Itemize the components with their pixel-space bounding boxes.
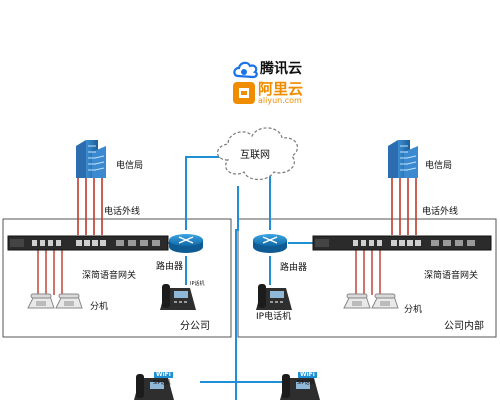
hq-office-box <box>237 218 497 338</box>
hq-trunk-lines <box>391 178 417 235</box>
branch-trunk-lines <box>77 178 103 235</box>
hq-ip-phone-icon <box>256 284 292 310</box>
analog-phone-icon <box>27 293 55 309</box>
trunk-backbone <box>235 186 239 400</box>
hq-site-label: 公司内部 <box>444 321 484 332</box>
hq-ip-phone-label: IP电话机 <box>256 312 292 322</box>
hq-phone-line-label: 电话外线 <box>422 207 459 217</box>
analog-phone-icon <box>55 293 83 309</box>
branch-uplink <box>185 156 228 230</box>
wifi-sub-right: SIP话机 <box>297 380 315 386</box>
branch-voice-gateway <box>7 235 169 251</box>
tencent-cloud-label: 腾讯云 <box>260 61 302 77</box>
hq-extension-lines <box>355 250 381 295</box>
branch-site-label: 分公司 <box>180 321 210 332</box>
analog-phone-icon <box>343 293 371 309</box>
branch-phone-line-label: 电话外线 <box>104 207 141 217</box>
analog-phone-icon <box>371 293 399 309</box>
wifi-sip-phone-right-icon <box>280 374 320 400</box>
branch-telecom-building-icon <box>76 140 106 178</box>
wifi-sub-left: SIP话机 <box>153 380 171 386</box>
hq-telecom-building-icon <box>388 140 418 178</box>
hq-router-icon <box>253 234 287 253</box>
branch-ip-phone-icon <box>160 284 196 310</box>
network-links <box>110 156 318 400</box>
hq-extension-label: 分机 <box>404 305 423 315</box>
branch-router-label: 路由器 <box>156 262 184 272</box>
branch-office-box <box>2 218 232 338</box>
branch-extension-phones <box>27 293 83 309</box>
branch-router-icon <box>169 234 203 253</box>
branch-ip-phone-badge: IP话机 <box>190 281 205 287</box>
hq-gateway-label: 深简语音网关 <box>424 271 479 281</box>
aliyun-domain-label: aliyun.com <box>258 96 302 105</box>
hq-voice-gateway <box>312 235 492 251</box>
branch-gateway-label: 深简语音网关 <box>82 271 137 281</box>
hq-router-label: 路由器 <box>280 263 308 273</box>
tencent-cloud-logo <box>233 61 258 79</box>
branch-extension-lines <box>37 250 63 295</box>
wifi-badge-left: WiFi <box>154 371 173 378</box>
aliyun-label: 阿里云 <box>258 80 304 98</box>
aliyun-logo <box>233 82 255 104</box>
hq-extension-phones <box>343 293 399 309</box>
hq-telecom-label: 电信局 <box>425 161 453 171</box>
internet-label: 互联网 <box>240 150 270 161</box>
wifi-badge-right: WiFi <box>298 371 317 378</box>
internet-cloud <box>216 127 299 181</box>
branch-telecom-label: 电信局 <box>116 161 144 171</box>
wifi-sip-phone-left-icon <box>134 374 174 400</box>
branch-extension-label: 分机 <box>90 302 109 312</box>
